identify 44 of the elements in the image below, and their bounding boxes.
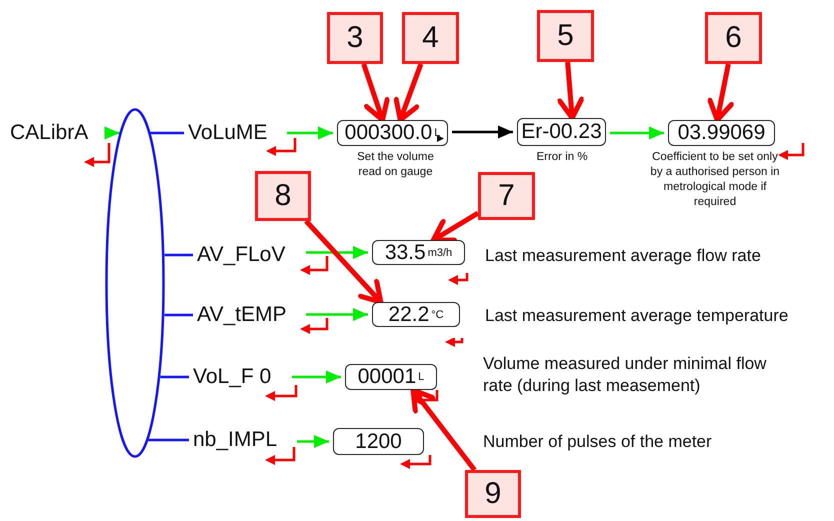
ellipse-outline	[105, 108, 165, 458]
arrow	[292, 370, 341, 384]
connector-line	[150, 132, 184, 134]
arrow	[287, 126, 333, 140]
menu-label: AV_FLoV	[197, 240, 302, 270]
display-box: 03.99069	[668, 120, 775, 146]
callout-number: 6	[705, 12, 762, 64]
arrow	[306, 308, 368, 321]
connector-line	[164, 254, 193, 256]
callout-number: 9	[465, 470, 521, 518]
arrow	[452, 126, 513, 138]
leader-arrow	[410, 388, 477, 472]
menu-label: nb_IMPL	[193, 425, 293, 455]
note-text: Coefficient to be set only by a authorised person in metrological mode if required	[649, 150, 781, 210]
callout-number: 4	[402, 12, 459, 64]
arrow	[297, 435, 329, 448]
connector-line	[148, 438, 189, 442]
connector-line	[164, 314, 193, 316]
connector-line	[160, 376, 189, 378]
leader-arrow	[707, 64, 734, 122]
leader-arrow	[304, 219, 384, 304]
menu-label: AV_tEMP	[197, 300, 302, 330]
description-text: Volume measured under minimal flow rate (during last measement)	[483, 353, 768, 398]
arrow	[306, 246, 368, 259]
callout-number: 8	[255, 171, 311, 221]
arrow	[104, 126, 120, 140]
description-text: Number of pulses of the meter	[483, 431, 713, 453]
callout-number: 3	[327, 12, 383, 64]
menu-label: VoLuME	[188, 118, 283, 148]
callout-number: 7	[478, 172, 535, 220]
display-box: 1200	[333, 428, 424, 455]
leader-arrow	[361, 63, 390, 122]
description-text: Last measurement average temperature	[485, 305, 790, 327]
leader-arrow	[394, 63, 424, 122]
leader-arrow	[557, 62, 584, 120]
leader-arrow	[430, 211, 480, 243]
callout-number: 5	[537, 10, 594, 62]
menu-label: VoL_F 0	[193, 362, 288, 392]
note-text: Error in %	[535, 150, 589, 165]
menu-label: CALibrA	[10, 118, 102, 148]
note-text: Set the volume read on gauge	[356, 150, 435, 180]
display-box: Er-00.23	[517, 118, 606, 146]
arrow	[610, 126, 664, 140]
description-text: Last measurement average flow rate	[485, 245, 762, 267]
